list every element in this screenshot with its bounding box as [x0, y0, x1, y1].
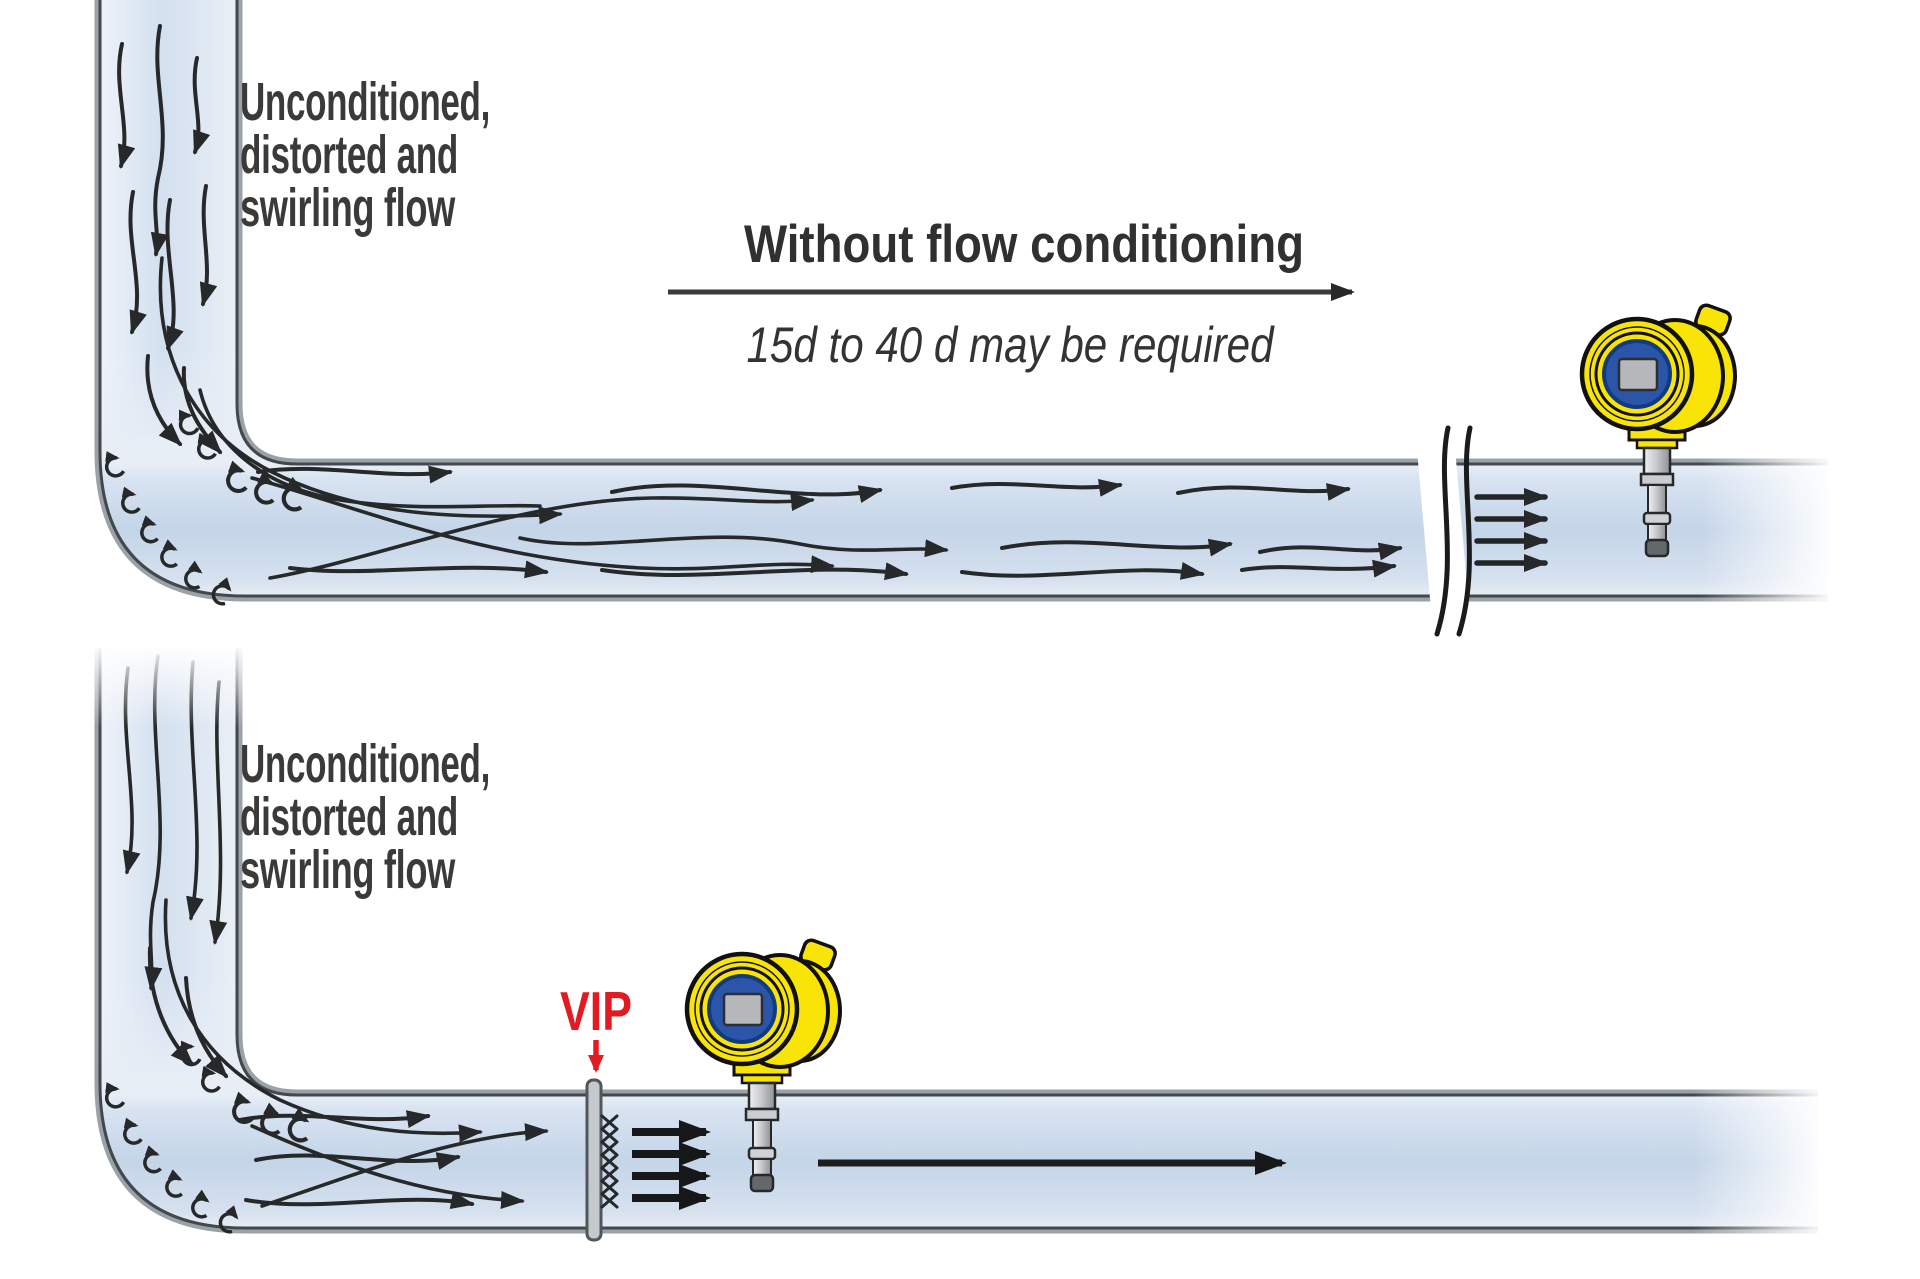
bottom-panel: VIP Unconditioned, distorted and swirlin… [92, 644, 1827, 1242]
top-flow-label: Unconditioned, distorted and swirling fl… [240, 72, 491, 238]
top-flow-label-line3: swirling flow [240, 178, 456, 238]
vip-conditioner [585, 1078, 619, 1242]
swirl-streamlines-bottom [122, 654, 549, 1210]
pipe-break-symbol-icon [1414, 414, 1473, 644]
bottom-flow-label: Unconditioned, distorted and swirling fl… [240, 734, 491, 900]
conditioned-flow-arrows-bottom [632, 1120, 1287, 1210]
pipe-top-fade-bottom [92, 644, 246, 728]
vip-label: VIP [560, 980, 632, 1042]
conditioned-flow-arrows-top [1474, 488, 1548, 572]
heading-label: Without flow conditioning [744, 215, 1304, 274]
pipe-right-fade-bottom [1692, 1083, 1827, 1241]
vip-conditioner-plate-icon [585, 1078, 603, 1242]
vip-callout: VIP [560, 980, 632, 1073]
heading-block: Without flow conditioning 15d to 40 d ma… [668, 215, 1355, 373]
subheading-label: 15d to 40 d may be required [747, 317, 1276, 373]
pipe-right-fade [1700, 452, 1835, 610]
bottom-flow-label-line2: distorted and [240, 787, 458, 847]
bottom-flow-label-line3: swirling flow [240, 840, 456, 900]
top-panel: Unconditioned, distorted and swirling fl… [94, 0, 1835, 644]
top-flow-label-line2: distorted and [240, 125, 458, 185]
swirl-streamlines-top [117, 24, 1403, 581]
pipe-elbow-bottom [94, 648, 1818, 1234]
bottom-flow-label-line1: Unconditioned, [240, 734, 490, 794]
top-flow-label-line1: Unconditioned, [240, 72, 490, 132]
